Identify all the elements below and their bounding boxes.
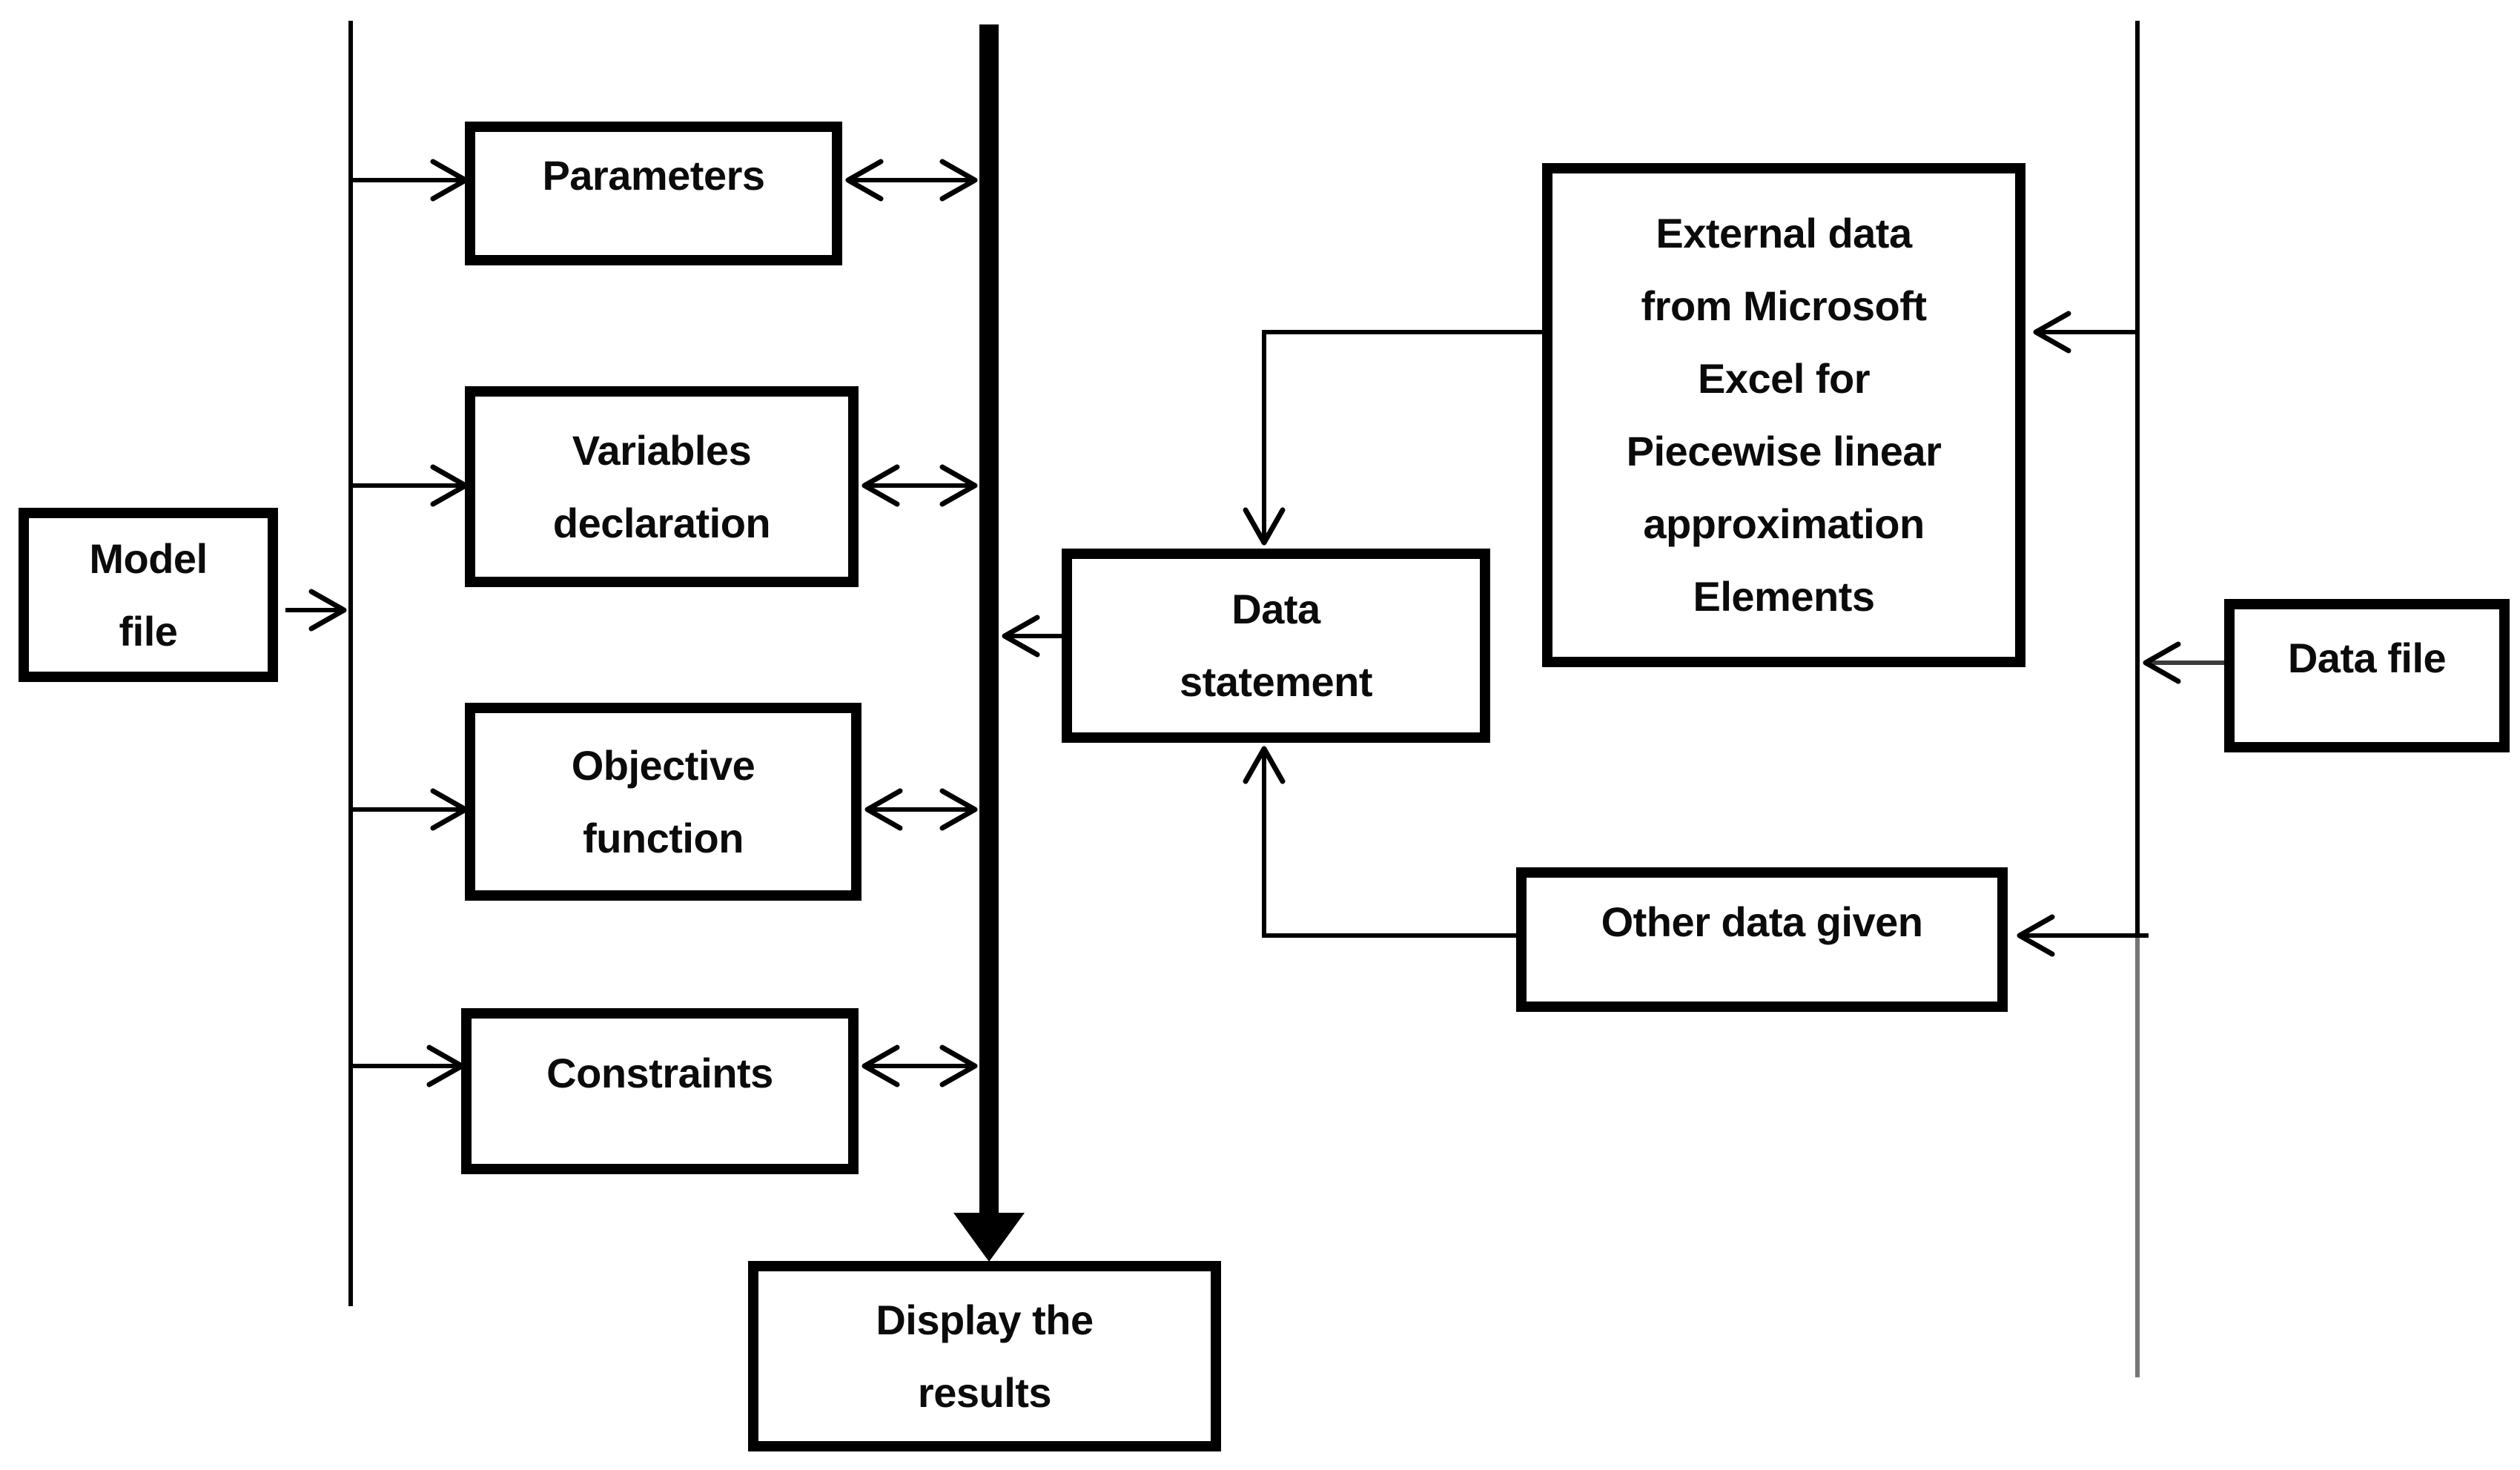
node-parameters-label: Parameters: [542, 152, 765, 199]
node-display-results: Display the results: [748, 1261, 1221, 1451]
main-flow-arrowhead: [953, 1213, 1025, 1262]
arrow-external-data-to-data-statement: [1243, 330, 1542, 546]
node-data-statement-label: Data statement: [1179, 586, 1373, 705]
node-other-data: Other data given: [1516, 867, 2008, 1012]
node-data-statement: Data statement: [1062, 549, 1490, 743]
node-data-file-label: Data file: [2287, 634, 2447, 681]
node-objective-function-label: Objective function: [571, 741, 755, 861]
node-variables-declaration-label: Variables declaration: [552, 426, 771, 546]
node-constraints-label: Constraints: [546, 1050, 773, 1096]
node-parameters: Parameters: [465, 122, 842, 265]
node-external-data-label: External data from Microsoft Excel for P…: [1626, 210, 1942, 620]
node-variables-declaration: Variables declaration: [465, 386, 859, 587]
node-display-results-label: Display the results: [876, 1296, 1094, 1416]
node-model-file-label: Model file: [89, 534, 208, 655]
node-model-file: Model file: [19, 508, 278, 682]
node-constraints: Constraints: [461, 1008, 859, 1174]
node-data-file: Data file: [2224, 599, 2510, 752]
node-external-data: External data from Microsoft Excel for P…: [1542, 163, 2025, 667]
arrow-other-data-to-data-statement: [1243, 746, 1516, 938]
node-other-data-label: Other data given: [1601, 898, 1923, 945]
node-objective-function: Objective function: [465, 703, 862, 901]
